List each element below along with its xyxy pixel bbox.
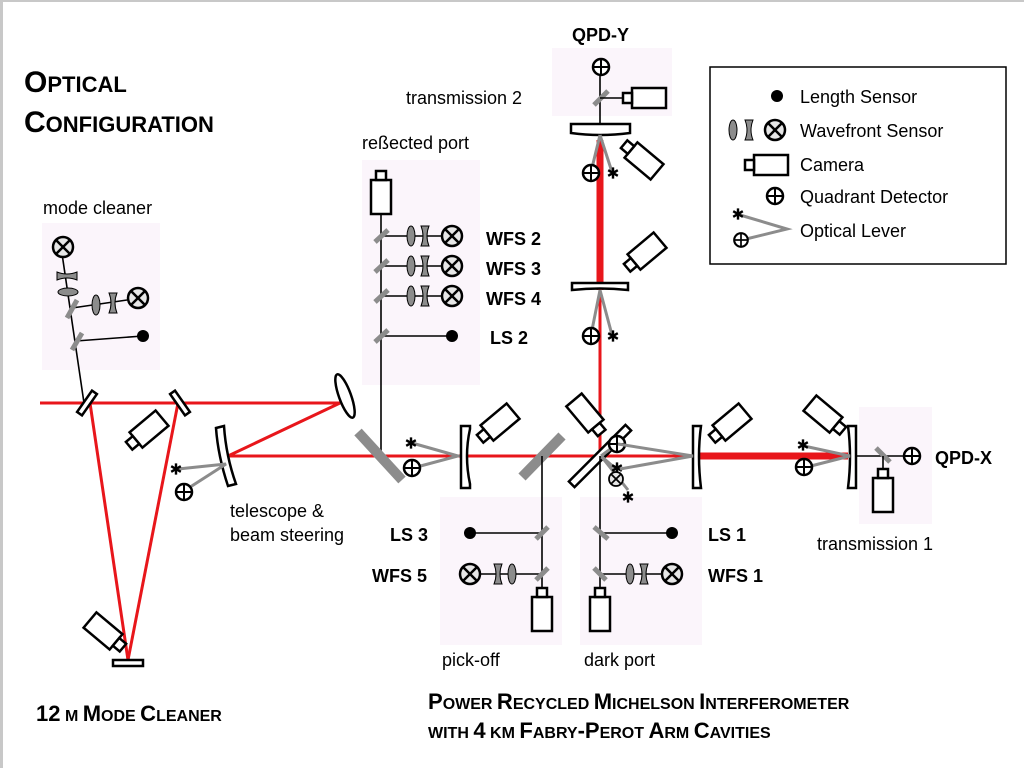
qpd-x-label: QPD-X [935,448,992,468]
mc-output-mirror [168,388,192,418]
camera-icon [565,392,611,441]
x-etm-optical-lever [794,438,851,477]
recycling-optical-lever [402,436,464,478]
wfs5-label: WFS 5 [372,566,427,586]
mc-input-mirror [75,388,99,418]
wfs2-label: WFS 2 [486,229,541,249]
dark-port-optics [588,456,684,633]
wavefront-sensor-icon [126,286,150,310]
transmission-1-bench [859,407,932,524]
qpd-x-icon [902,446,922,466]
y-etm [569,122,632,137]
legend-label: Optical Lever [800,221,906,241]
ls1-label: LS 1 [708,525,746,545]
ls3-label: LS 3 [390,525,428,545]
x-itm-optical-lever [617,442,694,471]
beamsplitter-optical-levers [599,434,634,504]
y-etm-optical-lever [581,134,619,183]
qpd-y-label: QPD-Y [572,25,629,45]
pick-off-label: pick-off [442,650,501,670]
wfs1-label: WFS 1 [708,566,763,586]
laser-beams [40,140,850,661]
mc-end-mirror [111,658,145,668]
camera-icon [704,402,753,448]
x-itm [691,424,703,490]
telescope-optical-lever [169,462,227,502]
telescope-large-mirror [334,373,356,419]
pick-off-optics [458,456,554,633]
recycling-mirror [459,424,472,490]
optical-lever-icon [732,207,793,248]
dark-port-label: dark port [584,650,655,670]
y-itm-optical-lever [581,289,619,346]
legend-label: Length Sensor [800,87,917,107]
legend-label: Wavefront Sensor [800,121,943,141]
wfs4-label: WFS 4 [486,289,541,309]
camera-icon [619,231,668,277]
mode-cleaner-optics [51,235,150,404]
reflected-port-optics [369,169,464,456]
transmission-2-label: transmission 2 [406,88,522,108]
legend: Length Sensor Wavefront Sensor Camera Qu… [709,66,1007,265]
legend-label: Camera [800,155,865,175]
quadrant-detector-icon [765,186,785,206]
telescope-label-line-2: beam steering [230,525,344,545]
ls2-label: LS 2 [490,328,528,348]
mode-cleaner-caption: 12 M MODE CLEANER [36,701,222,726]
camera-icon [802,394,851,440]
length-sensor-icon [137,330,149,342]
camera-icon [616,135,665,181]
x-etm [846,424,858,490]
ifo-caption-line-2: WITH 4 KM FABRY-PEROT ARM CAVITIES [428,718,771,743]
wavefront-sensor-icon [51,235,75,259]
length-sensor-icon [771,90,783,102]
telescope-label-line-1: telescope & [230,501,324,521]
title-line-2: CONFIGURATION [24,106,214,139]
transmission-1-label: transmission 1 [817,534,933,554]
transmission-1-pickoff [874,446,892,464]
reflected-port-pickoff-mirror [354,428,406,484]
legend-label: Quadrant Detector [800,187,948,207]
reflected-port-label: reßected port [362,133,469,153]
qpd-y-icon [591,57,611,77]
camera-icon [472,402,521,448]
ifo-caption-line-1: POWER RECYCLED MICHELSON INTERFEROMETER [428,689,850,714]
mode-cleaner-label: mode cleaner [43,198,152,218]
camera-icon [121,409,170,455]
telescope-curved-mirror [214,424,238,488]
wfs3-label: WFS 3 [486,259,541,279]
title-line-1: OPTICAL [24,66,127,99]
y-itm [570,281,630,292]
